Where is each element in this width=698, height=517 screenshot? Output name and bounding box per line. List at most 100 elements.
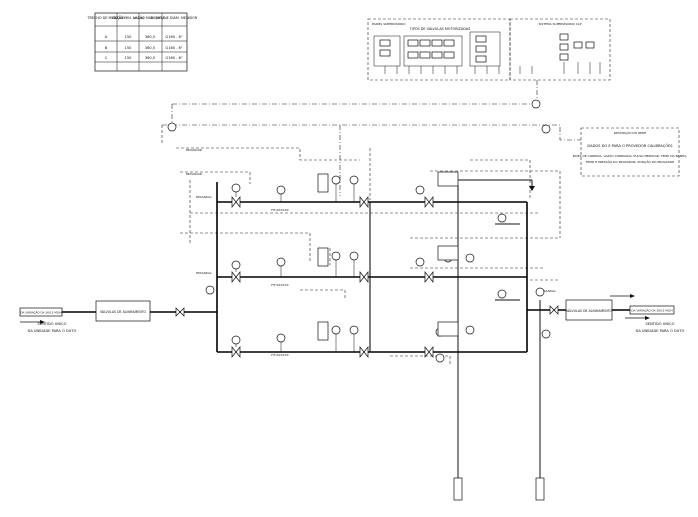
outlet-section: VÁLVULAS DE ALINHAMENTO DA VARIAÇÃO DA 3… <box>565 294 685 333</box>
run-labels: FIT-XXXXXX FIT-XXXXXX FIT-XXXXXX PROVADO… <box>186 148 556 357</box>
note-line-3: TEMP. E PRESSÃO DO PROVADOR, POSIÇÃO DO … <box>585 159 675 164</box>
instrument-icon <box>205 285 215 295</box>
panel-title-left: PAINEL SUPERVISÓRIO <box>372 21 406 26</box>
panel-title-right: SISTEMA SUPERVISÓRIO CLP <box>539 21 582 26</box>
note-line-2: NÍVEL DE CORRIDA, VAZÃO CORRIGIDA, PULSO… <box>573 153 688 158</box>
table-cell: 150 <box>125 35 133 39</box>
instruments <box>167 99 551 363</box>
instrument-icon <box>497 289 507 299</box>
instrument-icon <box>231 183 241 197</box>
inlet-valve-box <box>95 300 151 322</box>
spec-table: TRECHO DE MEDIÇÃO VAZÃO MIN. (m3/h) VAZÃ… <box>86 12 198 72</box>
meter-icon <box>437 321 459 337</box>
outlet-flow-arrow-icon <box>625 316 650 320</box>
valve-icon <box>359 196 369 208</box>
instrument-icon <box>276 257 286 277</box>
header-label-mid: DESCARGA <box>196 271 212 275</box>
instrument-icon <box>331 251 341 277</box>
valve-icon <box>231 196 241 208</box>
valve-icon <box>424 346 434 358</box>
valve-icon <box>231 271 241 283</box>
instrument-icon <box>497 213 507 223</box>
instrument-icon <box>435 353 445 363</box>
instrument-icon <box>331 325 341 352</box>
prover-label-a: PROVADOR <box>186 148 202 152</box>
instrument-icon <box>331 175 341 202</box>
run-a-label: FIT-XXXXXX <box>271 208 288 212</box>
instrument-icon <box>167 122 177 132</box>
run-c-label: FIT-XXXXXX <box>271 353 288 357</box>
note-header: DESCRIÇÃO DO REDE <box>614 130 646 135</box>
outlet-flow-arrow-icon <box>610 294 635 298</box>
instrument-icon <box>415 185 425 195</box>
inlet-section: DA VARIAÇÃO DA 360,5 M3/H VÁLVULAS DE AL… <box>19 300 151 333</box>
table-header-1: TRECHO DE MEDIÇÃO <box>86 15 124 20</box>
instrument-icon <box>535 287 545 297</box>
process-piping <box>62 179 630 501</box>
table-cell: 360,5 <box>145 35 155 39</box>
prover-outlet-arrow-icon <box>529 180 535 191</box>
table-header-3: VAZÃO MÁX. (m3/h) <box>133 15 168 20</box>
valve-icon <box>359 346 369 358</box>
table-cell: C <box>105 56 108 60</box>
note-line-1: DADOS DO E PARA O PROVEDOR CALIBRAÇÕES <box>587 143 673 148</box>
valve-icon <box>359 271 369 283</box>
instrument-icon <box>541 329 551 339</box>
meter-icon <box>317 173 329 193</box>
header-label-top: DESCARGA <box>196 195 212 199</box>
outlet-flow-text-1: SENTIDO ÚNICO <box>646 321 675 326</box>
inlet-flow-arrow-icon <box>20 320 45 324</box>
table-cell: 360,5 <box>145 56 155 60</box>
valve-icon <box>424 196 434 208</box>
instrument-icon <box>465 325 475 335</box>
instrument-icon <box>541 124 551 134</box>
panel-title-center: TIPOS DE VÁLVULAS MOTORIZADAS <box>409 26 470 31</box>
outlet-valve-label: VÁLVULAS DE ALINHAMENTO <box>566 308 613 313</box>
header-label-bot: DESCARGA <box>540 289 556 293</box>
table-header-4: MODELO E DIÂM. MEDIDOR <box>151 15 198 20</box>
instrument-icon <box>349 325 359 352</box>
table-cell: 150 <box>125 56 133 60</box>
valve-icon <box>549 305 559 315</box>
instrument-icon <box>276 333 286 352</box>
note-box: DESCRIÇÃO DO REDE DADOS DO E PARA O PROV… <box>573 127 688 177</box>
inlet-flow-text-2: DA UNIDADE PARA O DUTO <box>28 329 77 333</box>
valve-icon <box>175 307 185 317</box>
inlet-pipe-tag <box>19 307 63 317</box>
outlet-flow-text-2: DA UNIDADE PARA O DUTO <box>636 329 685 333</box>
table-cell: 360,5 <box>145 46 155 50</box>
inlet-valve-label: VÁLVULAS DE ALINHAMENTO <box>100 309 147 314</box>
instrument-icon <box>465 253 475 263</box>
outlet-pipe-tag <box>629 305 675 315</box>
instrument-icon <box>231 335 241 347</box>
instrument-icon <box>349 175 359 202</box>
signal-lines <box>161 80 581 365</box>
valves <box>175 196 559 358</box>
table-header-2: VAZÃO MIN. (m3/h) <box>112 15 145 20</box>
inlet-pipe-label: DA VARIAÇÃO DA 360,5 M3/H <box>20 310 61 315</box>
run-b-label: FIT-XXXXXX <box>271 283 288 287</box>
outlet-valve-box <box>565 299 613 321</box>
control-panels: PAINEL SUPERVISÓRIO TIPOS DE VÁLVULAS MO… <box>367 18 611 81</box>
table-cell: A <box>105 35 108 39</box>
inlet-flow-text-1: SENTIDO ÚNICO <box>38 321 67 326</box>
meter-icon <box>437 171 459 187</box>
prover-label-b: PROVADOR <box>186 172 202 176</box>
outlet-pipe-label: DA VARIAÇÃO DA 360,5 M3/H <box>631 308 672 313</box>
instrument-icon <box>276 185 286 202</box>
table-cell: B <box>105 46 108 50</box>
flow-meters <box>317 171 459 341</box>
valve-icon <box>424 271 434 283</box>
table-cell: G160 - 6" <box>165 56 183 60</box>
instrument-icon <box>531 99 541 109</box>
table-cell: 150 <box>125 46 133 50</box>
table-cell: G160 - 6" <box>165 35 183 39</box>
meter-icon <box>317 247 329 267</box>
table-cell: G160 - 6" <box>165 46 183 50</box>
meter-icon <box>437 245 459 261</box>
instrument-icon <box>349 251 359 277</box>
instrument-icon <box>415 257 425 267</box>
valve-icon <box>231 346 241 358</box>
meter-icon <box>317 321 329 341</box>
instrument-icon <box>231 260 241 272</box>
